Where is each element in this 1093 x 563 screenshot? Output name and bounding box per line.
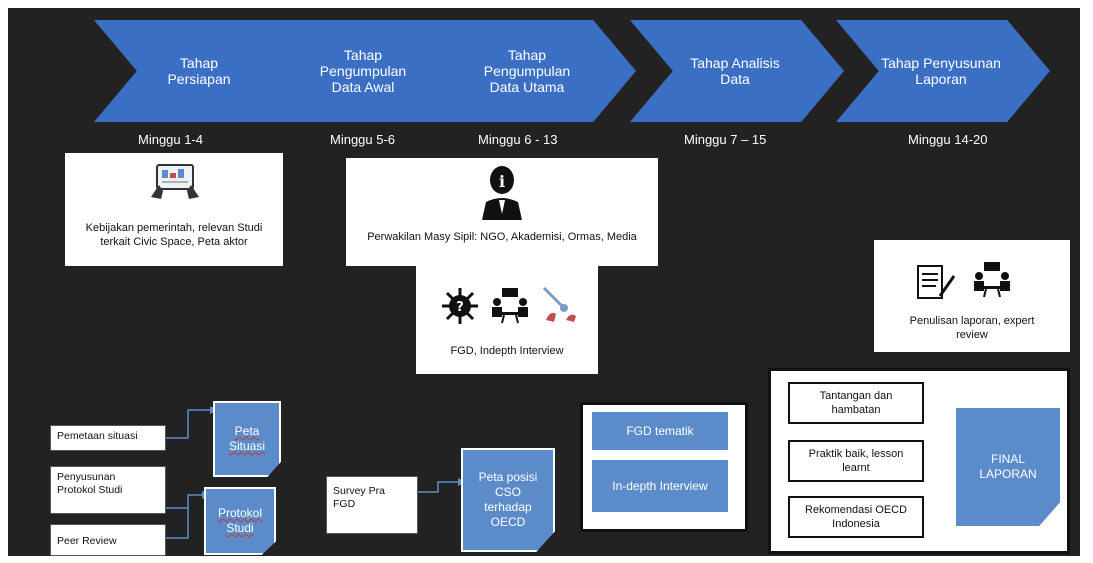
tantangan-box: Tantangan dan hambatan [788,382,924,424]
document-writing-icon [917,265,956,299]
card-persiapan: Kebijakan pemerintah, relevan Studi terk… [65,153,283,266]
flow-connector-mid [418,478,466,493]
week-label: Minggu 14-20 [908,132,988,147]
phase-label: Tahap Pengumpulan Data Awal [319,47,407,95]
phase-chevron-analisis: Tahap Analisis Data [630,20,844,122]
card-fgd: ? FGD, Indepth Interview [416,266,598,374]
info-person-icon: i [482,166,522,220]
card-laporan: Penulisan laporan, expert review [874,240,1070,352]
rekomendasi-box: Rekomendasi OECD Indonesia [788,496,924,538]
svg-text:?: ? [456,300,464,315]
phase-label: Tahap Analisis Data [690,55,780,87]
card-perwakilan-text: Perwakilan Masy Sipil: NGO, Akademisi, O… [367,231,637,243]
peta-situasi-label: Peta Situasi [228,424,266,453]
svg-text:i: i [499,172,505,191]
praktik-label: Praktik baik, lesson learnt [808,448,904,474]
meeting-icon [492,288,528,324]
card-persiapan-text: Kebijakan pemerintah, relevan Studi terk… [85,222,263,248]
phase-label: Tahap Penyusunan Laporan [881,55,1001,87]
survey-note: Survey Pra FGD [326,476,418,534]
indepth-note: In-depth Interview [592,460,728,512]
indepth-label: In-depth Interview [612,478,708,493]
peer-review-note: Peer Review [50,524,166,556]
phase-chevron-penyusunan: Tahap Penyusunan Laporan [836,20,1050,122]
pemetaan-note: Pemetaan situasi [50,425,166,451]
week-label: Minggu 6 - 13 [478,132,558,147]
phase-label: Tahap Persiapan [167,55,231,87]
interview-icon [542,286,576,322]
tantangan-label: Tantangan dan hambatan [819,390,893,416]
praktik-box: Praktik baik, lesson learnt [788,440,924,482]
card-fgd-text: FGD, Indepth Interview [450,345,564,357]
gear-question-icon: ? [442,288,478,324]
final-laporan-note: FINAL LAPORAN [956,408,1060,526]
peta-situasi-note: Peta Situasi [213,401,281,477]
diagram-canvas: Tahap Persiapan Tahap Pengumpulan Data A… [8,8,1080,556]
penyusunan-note: Penyusunan Protokol Studi [50,466,166,514]
peta-posisi-label: Peta posisi CSO terhadap OECD [478,470,538,529]
fgd-tematik-note: FGD tematik [592,412,728,450]
tablet-hands-icon [151,164,199,199]
peta-posisi-note: Peta posisi CSO terhadap OECD [461,448,555,552]
card-perwakilan: i Perwakilan Masy Sipil: NGO, Akademisi,… [346,158,658,266]
fgd-tematik-label: FGD tematik [626,423,694,438]
meeting-icon [974,262,1010,298]
protokol-studi-note: Protokol Studi [204,487,276,555]
week-label: Minggu 7 – 15 [684,132,767,147]
protokol-studi-label: Protokol Studi [217,506,263,535]
final-laporan-label: FINAL LAPORAN [979,452,1037,481]
week-label: Minggu 1-4 [138,132,204,147]
card-laporan-text: Penulisan laporan, expert review [909,315,1035,341]
rekomendasi-label: Rekomendasi OECD Indonesia [804,504,908,530]
week-label: Minggu 5-6 [330,132,396,147]
phase-label: Tahap Pengumpulan Data Utama [483,47,571,95]
